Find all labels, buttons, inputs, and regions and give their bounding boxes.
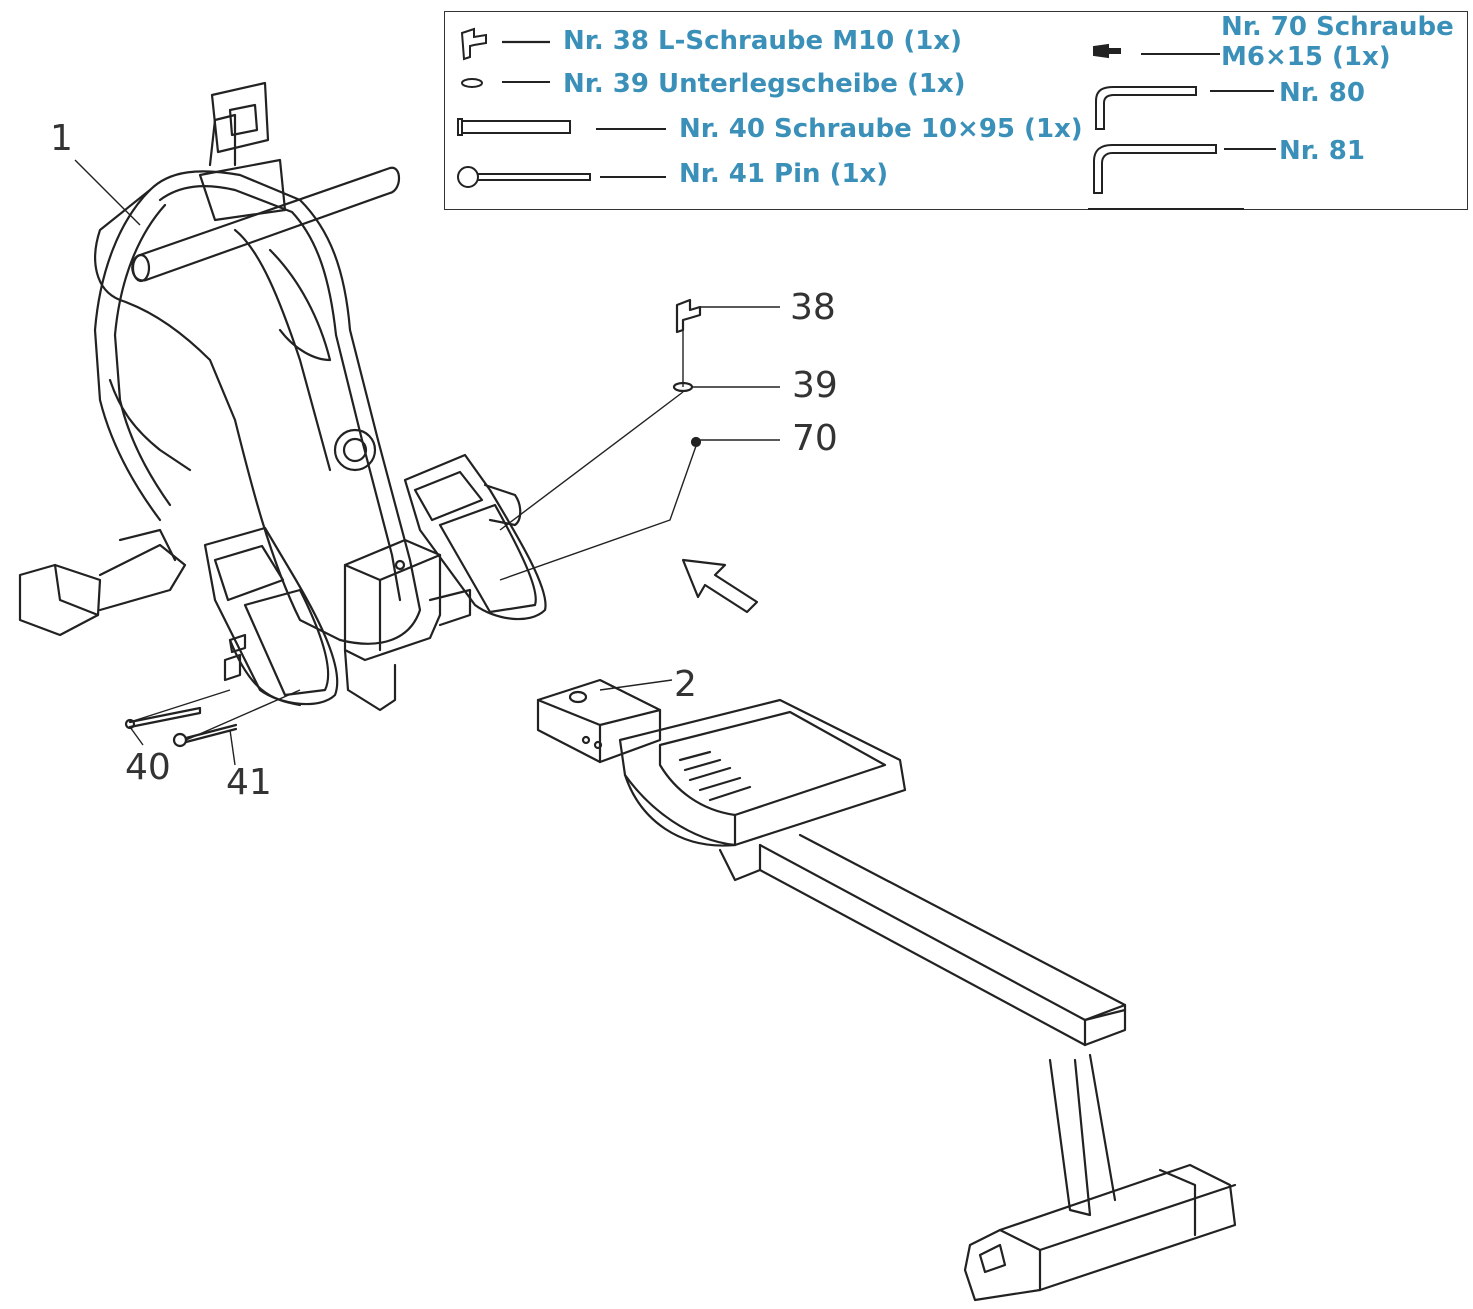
- pin-icon: [457, 166, 479, 188]
- front-frame: [18, 81, 547, 712]
- callout-39: 39: [792, 365, 838, 406]
- legend-icons: [457, 27, 1276, 210]
- rail-assembly: [536, 678, 1237, 1302]
- part-label-81: Nr. 81: [1279, 136, 1365, 166]
- part-label-70-line2: M6×15 (1x): [1221, 42, 1391, 72]
- allen-key-80-icon: [1095, 86, 1197, 130]
- direction-arrow: [681, 558, 759, 614]
- part-label-41: Nr. 41 Pin (1x): [679, 159, 889, 189]
- part-label-40: Nr. 40 Schraube 10×95 (1x): [679, 114, 1083, 144]
- callout-40: 40: [125, 747, 171, 788]
- allen-key-81-icon: [1093, 144, 1217, 194]
- part-label-39: Nr. 39 Unterlegscheibe (1x): [563, 69, 966, 99]
- part-label-70-line1: Nr. 70 Schraube: [1221, 12, 1454, 42]
- part-label-38: Nr. 38 L-Schraube M10 (1x): [563, 26, 962, 56]
- callout-41: 41: [226, 762, 272, 803]
- washer-icon: [461, 78, 483, 88]
- leader-lines: [74, 159, 780, 766]
- screw-icon: [1093, 43, 1109, 59]
- callout-38: 38: [790, 287, 836, 328]
- parts-legend: Nr. 38 L-Schraube M10 (1x) Nr. 39 Unterl…: [444, 11, 1468, 210]
- part-label-80: Nr. 80: [1279, 78, 1365, 108]
- l-screw-icon: [460, 27, 487, 61]
- callout-1: 1: [50, 118, 73, 159]
- callout-70: 70: [792, 418, 838, 459]
- bolt-icon: [457, 118, 571, 136]
- callout-2: 2: [674, 664, 697, 705]
